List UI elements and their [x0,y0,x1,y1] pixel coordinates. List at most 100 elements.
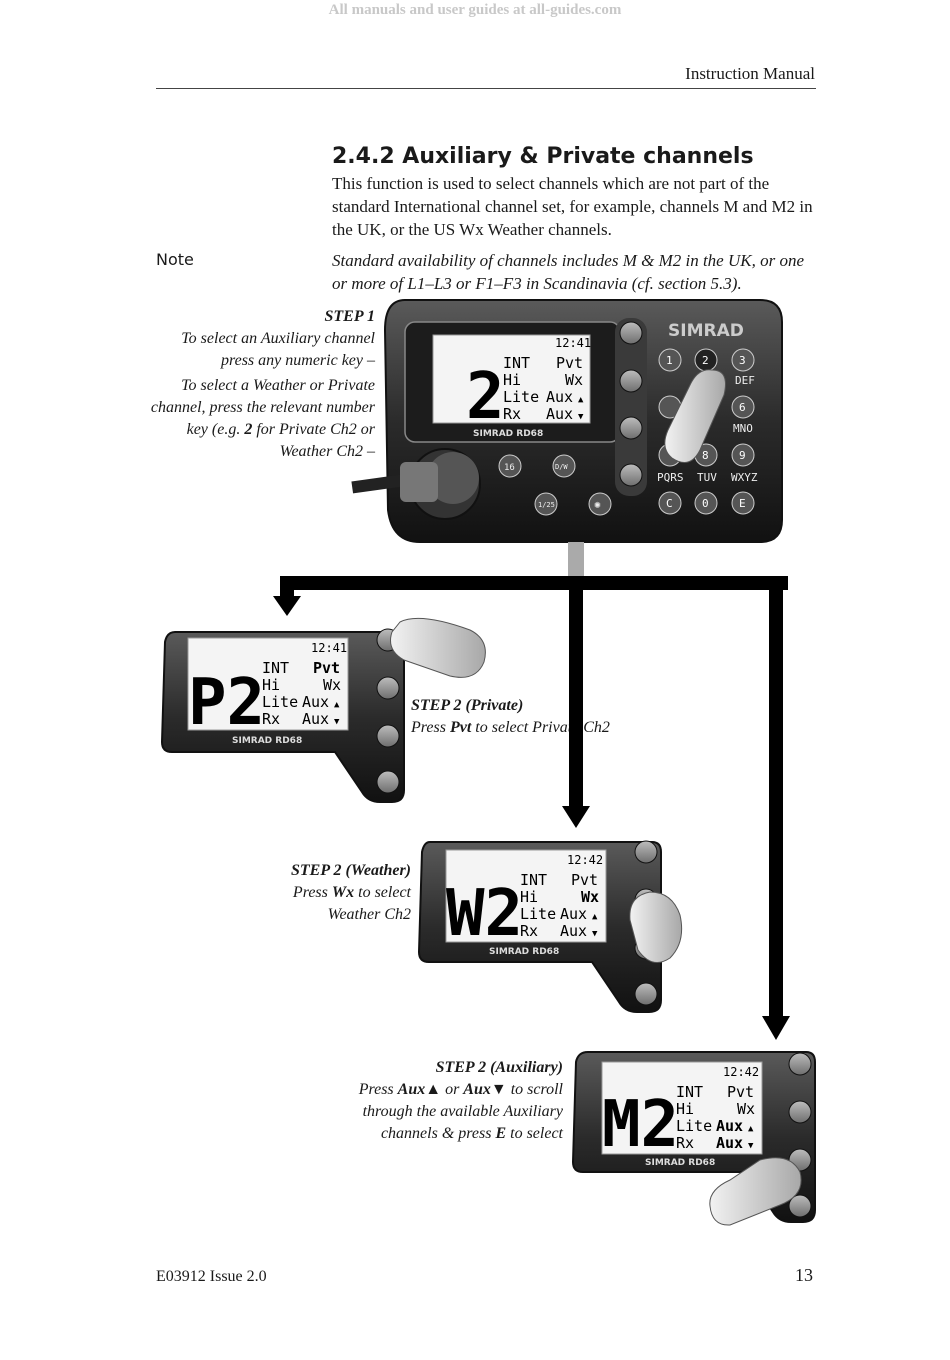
svg-text:Rx: Rx [676,1134,694,1152]
svg-text:0: 0 [702,497,709,510]
svg-text:DEF: DEF [735,374,755,387]
svg-text:6: 6 [739,401,746,414]
svg-text:Aux: Aux [716,1117,743,1135]
svg-text:Hi: Hi [676,1100,694,1118]
svg-text:Aux: Aux [560,922,587,940]
section-intro: This function is used to select channels… [332,174,813,239]
weather-display: 12:42 W2 INT Pvt Hi Wx Lite Aux ▲ Rx Aux… [417,840,683,1013]
page-number: 13 [795,1265,813,1285]
keypad[interactable]: 1 2 3 DEF 6 MNO 8 9 PQRS TUV WXYZ C 0 E [657,348,758,515]
svg-text:P2: P2 [188,666,265,740]
svg-text:▲: ▲ [334,700,340,710]
svg-text:Hi: Hi [520,888,538,906]
svg-text:9: 9 [739,449,746,462]
finger-icon [390,617,486,678]
svg-text:12:41: 12:41 [311,641,347,655]
finger-icon [664,369,726,463]
step1-line1: To select an Auxiliary channel press any… [181,330,375,369]
svg-text:Wx: Wx [323,676,341,694]
svg-text:16: 16 [504,463,515,473]
svg-text:12:42: 12:42 [567,853,603,867]
svg-text:Aux: Aux [560,905,587,923]
svg-text:D/W: D/W [555,463,568,471]
svg-text:Lite: Lite [262,693,298,711]
svg-text:W2: W2 [446,877,523,951]
svg-text:Aux: Aux [716,1134,743,1152]
svg-text:Wx: Wx [581,888,599,906]
svg-text:▼: ▼ [592,929,598,939]
svg-text:Aux: Aux [302,693,329,711]
section-title: 2.4.2 Auxiliary & Private channels [332,144,754,169]
svg-text:▼: ▼ [578,412,584,422]
svg-text:M2: M2 [602,1088,679,1162]
main-radio: 12:41 2 INT Pvt Hi Wx Lite Aux ▲ Rx Aux … [351,299,783,543]
private-display: 12:41 P2 INT Pvt Hi Wx Lite Aux ▲ Rx Aux… [160,617,486,803]
main-lcd-time: 12:41 [555,336,591,350]
step2-weather-text: STEP 2 (Weather) Press Wx to select Weat… [191,860,411,926]
svg-text:Lite: Lite [676,1117,712,1135]
svg-text:3: 3 [739,354,746,367]
main-lcd [432,334,591,424]
header-title: Instruction Manual [685,64,815,83]
step2-weather-desc: Press Wx to select Weather Ch2 [292,884,411,923]
step2-private-title: STEP 2 (Private) [411,697,524,714]
svg-text:Pvt: Pvt [313,659,340,677]
finger-icon [709,1157,802,1226]
svg-text:Hi: Hi [262,676,280,694]
main-model-label: SIMRAD RD68 [473,429,543,439]
svg-text:Aux: Aux [302,710,329,728]
note-text: Standard availability of channels includ… [332,251,805,293]
svg-text:Aux: Aux [546,405,573,423]
svg-text:Hi: Hi [503,371,521,389]
svg-text:PQRS: PQRS [657,471,684,484]
svg-text:Rx: Rx [520,922,538,940]
svg-text:INT: INT [520,871,547,889]
svg-text:SIMRAD RD68: SIMRAD RD68 [232,736,302,746]
svg-text:Aux: Aux [546,388,573,406]
svg-text:Wx: Wx [737,1100,755,1118]
aux-display: 12:42 M2 INT Pvt Hi Wx Lite Aux ▲ Rx Aux… [571,1051,816,1226]
main-soft-keys[interactable] [615,318,647,496]
svg-text:▲: ▲ [578,395,584,405]
step2-aux-text: STEP 2 (Auxiliary) Press Aux▲ or Aux▼ to… [323,1057,563,1145]
step2-weather-title: STEP 2 (Weather) [291,862,411,879]
brand-logo: SIMRAD [668,321,744,341]
svg-text:Rx: Rx [503,405,521,423]
svg-text:Pvt: Pvt [556,354,583,372]
step2-aux-title: STEP 2 (Auxiliary) [435,1059,563,1076]
watermark: All manuals and user guides at all-guide… [328,2,622,18]
svg-text:✺: ✺ [594,498,601,511]
svg-text:▲: ▲ [592,912,598,922]
note-label: Note [156,250,194,269]
svg-text:INT: INT [676,1083,703,1101]
svg-text:8: 8 [702,449,709,462]
flow-arrows [273,542,790,1040]
finger-icon [629,891,683,963]
svg-text:▼: ▼ [748,1141,754,1151]
function-buttons[interactable]: 16 D/W 1/25 ✺ [498,454,612,516]
step1-text: STEP 1 To select an Auxiliary channel pr… [135,306,375,463]
svg-text:12:42: 12:42 [723,1065,759,1079]
header-rule [156,88,816,89]
svg-text:C: C [666,497,673,510]
svg-text:SIMRAD RD68: SIMRAD RD68 [489,947,559,957]
svg-text:Rx: Rx [262,710,280,728]
svg-text:INT: INT [503,354,530,372]
svg-text:Pvt: Pvt [571,871,598,889]
step1-line2: To select a Weather or Private channel, … [150,377,375,460]
svg-text:Wx: Wx [565,371,583,389]
svg-text:Lite: Lite [503,388,539,406]
svg-text:WXYZ: WXYZ [731,471,758,484]
svg-text:▲: ▲ [748,1124,754,1134]
svg-text:TUV: TUV [697,471,717,484]
step1-title: STEP 1 [324,308,375,325]
svg-text:1: 1 [666,354,673,367]
svg-text:SIMRAD RD68: SIMRAD RD68 [645,1158,715,1168]
svg-text:INT: INT [262,659,289,677]
main-lcd-channel: 2 [466,360,505,434]
svg-text:1/25: 1/25 [538,501,555,509]
svg-text:Pvt: Pvt [727,1083,754,1101]
svg-text:MNO: MNO [733,422,753,435]
svg-text:E: E [739,497,746,510]
